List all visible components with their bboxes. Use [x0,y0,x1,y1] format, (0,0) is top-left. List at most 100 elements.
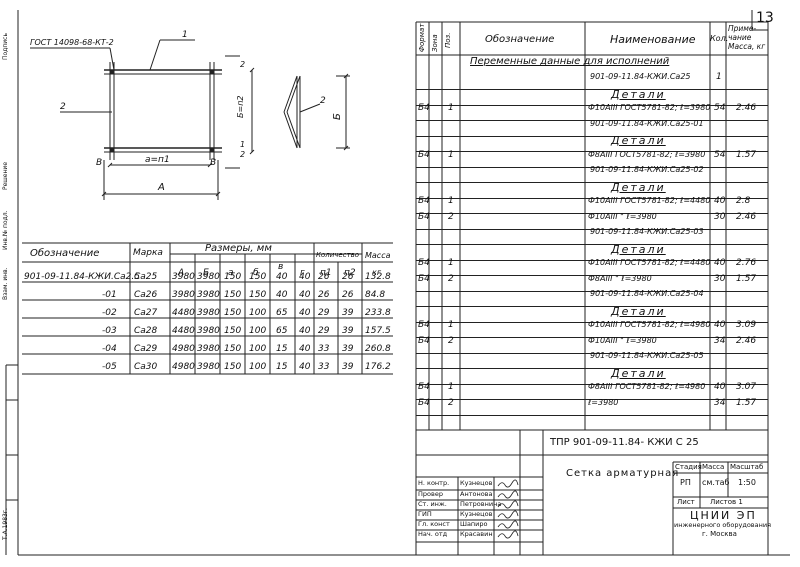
cell-A: 4480 [172,326,195,336]
spec-header-note: Приме-чание Масса, кг [728,24,766,51]
spec-row-heading: Детали [416,303,768,323]
spec-pos: 2 [448,273,454,284]
sizes-col-n2: п2 [344,268,356,278]
spec-header-qty: Кол. [710,34,729,43]
spec-text: Ф10АIII ГОСТ5781-82; ℓ=4980 [588,320,711,329]
spec-fmt: Б4 [418,258,430,268]
sizes-header-mark: Марка [133,248,163,258]
row-divider [416,104,768,106]
spec-text: Ф10АIII " ℓ=3980 [588,335,657,345]
signature-scribble [497,520,519,529]
row-divider [416,228,768,230]
cell-v: 65 [276,308,288,318]
row-divider [416,197,768,199]
cell-designation: 901-09-11.84-КЖИ.Са2.5 [24,272,140,282]
doc-title: Сетка арматурная [566,468,680,479]
row-divider [416,244,768,245]
cell-v: 65 [276,326,288,336]
spec-qty: 40 [714,320,726,330]
dim-a: А [158,182,165,193]
spec-pos: 1 [448,196,454,206]
spec-text: Ф10АIII ГОСТ5781-82; ℓ=4480 [588,258,711,267]
signer-name: Антонова [460,490,493,498]
spec-qty: 34 [714,397,726,408]
spec-text: Детали [611,87,666,101]
spec-header-designation: Обозначение [485,34,555,45]
row-divider [416,368,768,369]
spec-text: Детали [611,242,666,256]
spec-text: Ф10АIII " ℓ=3980 [588,211,657,221]
cell-A: 4980 [172,362,195,372]
spec-text: Детали [611,180,666,194]
cell-mass: 176.2 [365,362,391,372]
spec-qty: 34 [714,335,726,346]
cell-designation: -02 [102,308,117,318]
spec-qty: 40 [714,196,726,206]
spec-fmt: Б4 [418,335,430,346]
spec-header-format: Формат [418,23,426,52]
cell-g: 40 [299,326,311,336]
spec-qty: 54 [714,103,726,113]
cell-n1: 33 [318,362,330,372]
cell-mass: 157.5 [365,326,391,336]
spec-variable-title: Переменные данные для исполнений [470,56,670,67]
cell-a: 150 [224,362,242,372]
row-divider [416,414,768,416]
cell-g: 40 [299,362,311,372]
row-divider [416,306,768,307]
signature-scribble [497,510,519,519]
cell-n2: 26 [342,290,354,300]
label-v-right: В [210,158,217,168]
cell-n1: 29 [318,308,330,318]
sizes-col-B: Б [203,268,210,278]
spec-qty: 1 [716,72,722,82]
cell-B: 3980 [197,272,220,282]
spec-pos: 1 [448,320,454,330]
cell-mark: Са25 [134,272,158,282]
signer-name: Кузнецов [460,479,493,487]
sizes-header-mass: Масса [365,251,391,260]
spec-qty: 40 [714,258,726,268]
spec-note: 3.07 [736,382,757,392]
signer-role: Ст. инж. [418,500,447,508]
spec-pos: 1 [448,149,454,160]
cell-n2: 26 [342,272,354,282]
spec-row-ref: 901-09-11.84-КЖИ.Са25-04 [416,287,768,307]
callout-2-top: 2 [240,60,246,69]
spec-pos: 2 [448,397,454,408]
signer-name: Красавин [460,530,493,538]
signer-name: Петровнина [460,500,502,508]
signer-role: ГИП [418,510,432,518]
cell-v: 40 [276,272,288,282]
cell-B: 3980 [197,290,220,300]
spec-fmt: Б4 [418,320,430,330]
signer-role: Гл. конст [418,520,450,528]
cell-B: 3980 [197,362,220,372]
cell-A: 3980 [172,272,195,282]
spec-pos: 1 [448,103,454,113]
scale-value: 1:50 [738,478,756,487]
spec-text: 901-09-11.84-КЖИ.Са25-04 [590,289,704,298]
signer-role: Нач. отд [418,530,448,538]
cell-n2: 39 [342,362,354,372]
org-name: ЦНИИ ЭП [690,509,757,522]
callout-2-right: 2 [320,96,326,106]
spec-row-heading: Детали [416,132,768,152]
cell-b: 100 [249,326,267,336]
spec-header-zone: Зона [431,34,439,52]
spec-fmt: Б4 [418,149,430,160]
row-divider [416,321,768,323]
sheet-number: 13 [756,10,774,26]
row-divider [416,337,768,338]
dim-a-n1: а=п1 [145,155,170,165]
spec-fmt: Б4 [418,211,430,222]
mass-value: см.таб [702,478,730,487]
spec-fmt: Б4 [418,382,430,392]
sizes-col-A: А [178,268,185,278]
mass-header: Масса [702,463,725,471]
